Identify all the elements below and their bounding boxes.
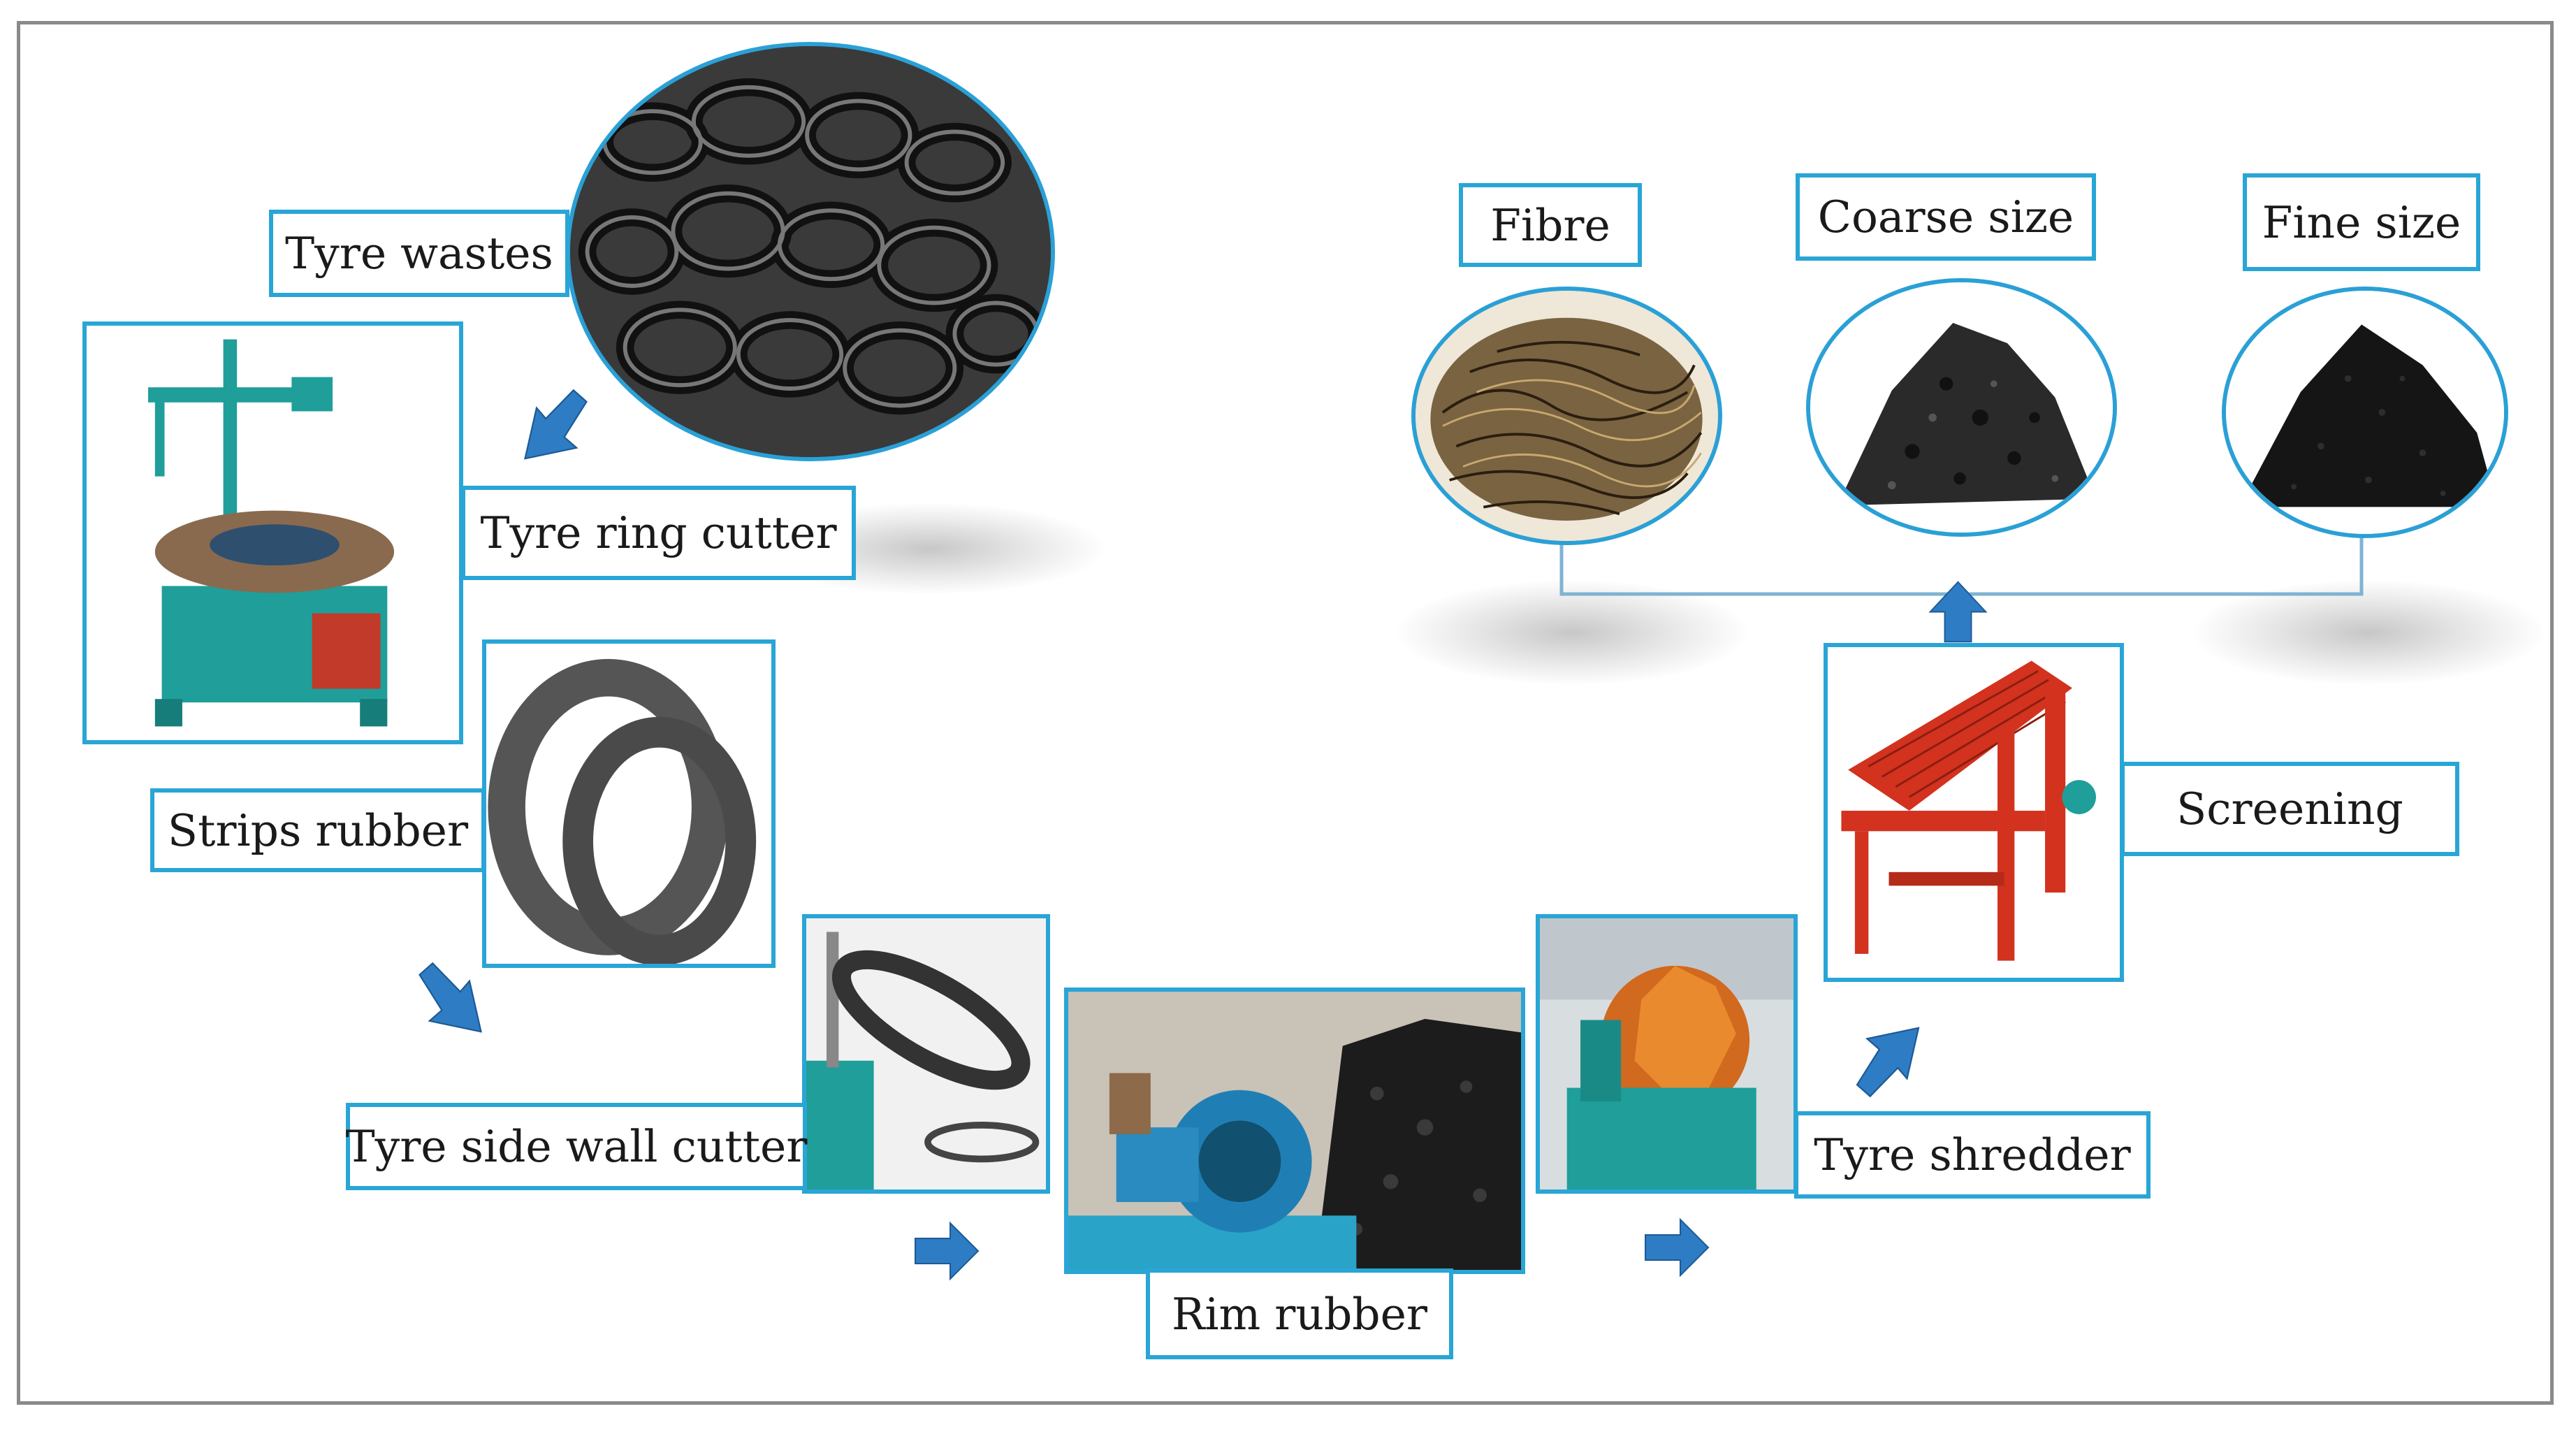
process-arrow-icon (1928, 581, 1988, 643)
strips-rubber-photo (482, 639, 776, 968)
tyre-shredder-photo (1536, 914, 1798, 1194)
coarse-size-photo (1806, 278, 2117, 537)
label-tyre-shredder: Tyre shredder (1794, 1111, 2151, 1199)
label-fibre: Fibre (1459, 183, 1642, 267)
label-coarse-size: Coarse size (1796, 173, 2096, 261)
process-arrow-icon (419, 962, 482, 1033)
shadow-fibre (1397, 580, 1747, 685)
shadow-fine (2194, 580, 2543, 685)
process-arrow-icon (1856, 1027, 1920, 1098)
label-tyre-wastes: Tyre wastes (269, 210, 569, 297)
label-strips-rubber: Strips rubber (150, 788, 486, 872)
tyre-side-wall-cutter-photo (802, 914, 1050, 1194)
tyre-wastes-photo (566, 42, 1055, 461)
process-arrow-icon (915, 1221, 980, 1281)
process-arrow-icon (1645, 1217, 1710, 1278)
label-screening: Screening (2120, 762, 2459, 856)
fibre-photo (1411, 287, 1722, 545)
label-fine-size: Fine size (2243, 173, 2480, 271)
process-arrow-icon (524, 389, 588, 460)
label-rim-rubber: Rim rubber (1146, 1268, 1453, 1359)
screening-photo (1824, 643, 2124, 982)
rim-rubber-photo (1064, 988, 1525, 1274)
label-tyre-ring-cutter: Tyre ring cutter (461, 486, 856, 580)
tyre-ring-cutter-photo (82, 321, 463, 744)
label-tyre-side-wall-cutter: Tyre side wall cutter (346, 1103, 807, 1190)
fine-size-photo (2222, 287, 2508, 538)
